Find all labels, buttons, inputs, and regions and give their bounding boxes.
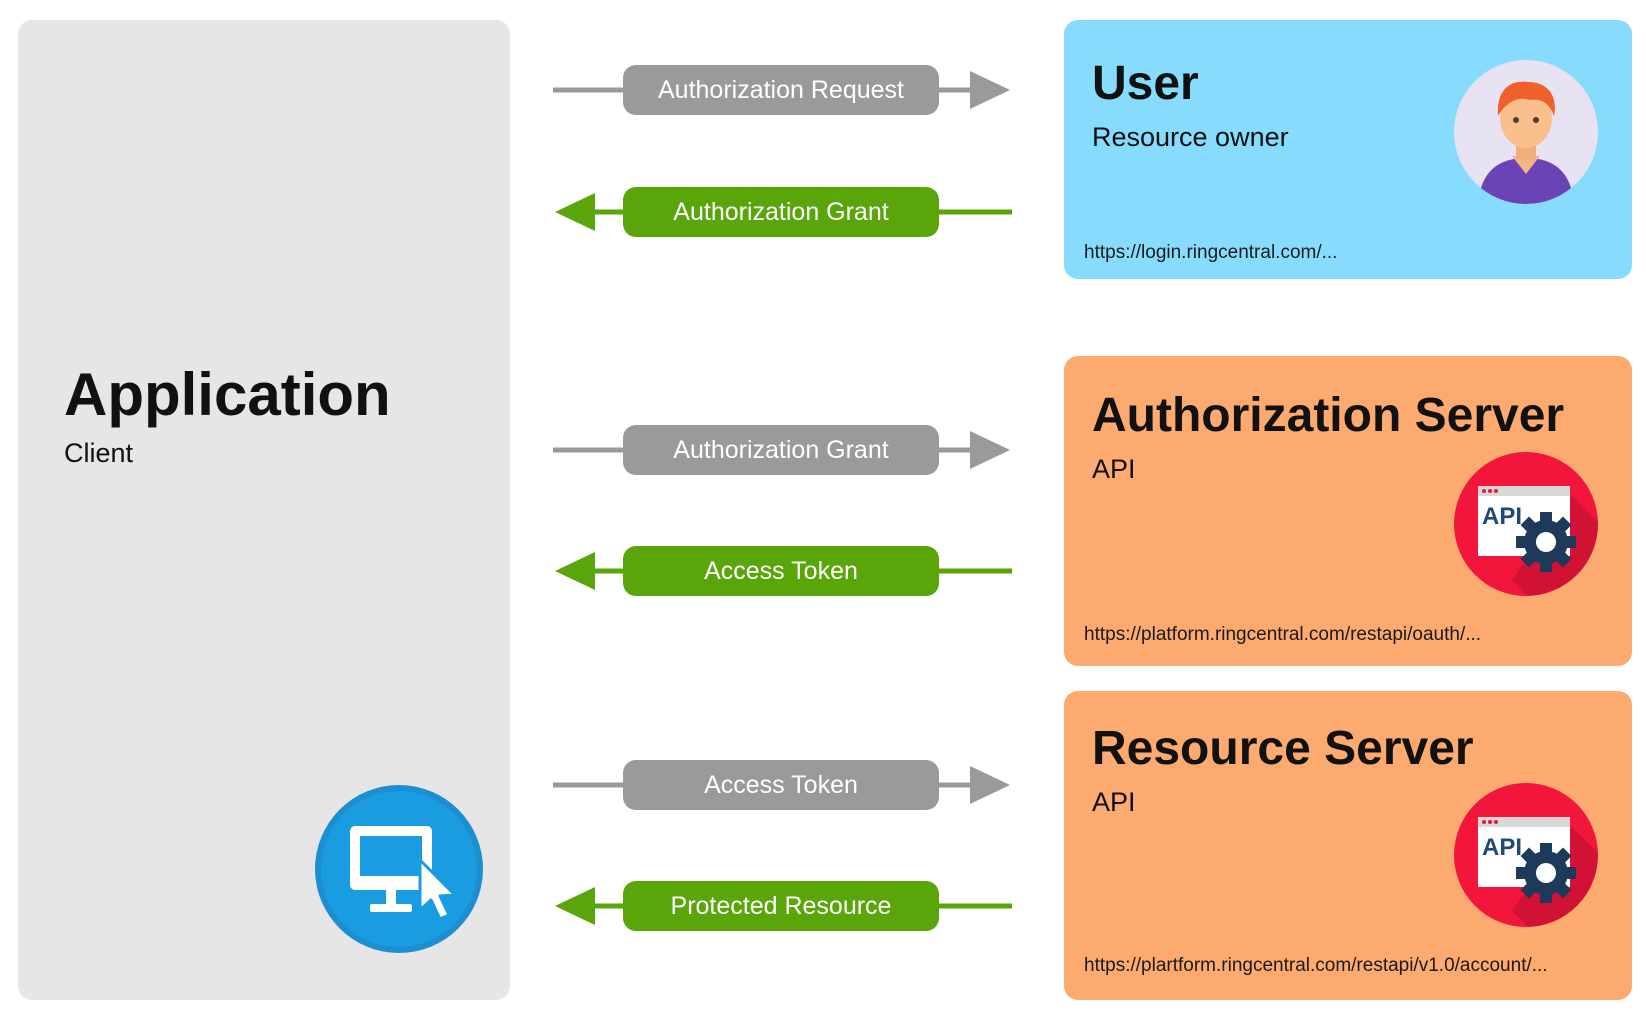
application-subtitle: Client [64, 438, 134, 468]
authorization-server-url: https://platform.ringcentral.com/restapi… [1084, 624, 1482, 645]
user-panel: User Resource owner https://login.ringce… [1064, 20, 1632, 279]
application-panel: Application Client [18, 20, 510, 1000]
monitor-cursor-icon [315, 785, 483, 953]
resource-server-panel: Resource Server API https://plartform.ri… [1064, 691, 1632, 1000]
resource-server-url: https://plartform.ringcentral.com/restap… [1084, 955, 1548, 976]
user-title: User [1092, 57, 1199, 110]
flow-label-authorization-grant: Authorization Grant [623, 425, 939, 475]
svg-text:API: API [1482, 834, 1522, 861]
flow-label-access-token: Access Token [623, 546, 939, 596]
flow-label-authorization-request: Authorization Request [623, 65, 939, 115]
flow-label-protected-resource: Protected Resource [623, 881, 939, 931]
user-url: https://login.ringcentral.com/... [1084, 242, 1338, 263]
user-avatar-icon [1454, 60, 1598, 204]
svg-text:API: API [1482, 503, 1522, 530]
authorization-server-panel: Authorization Server API https://platfor… [1064, 356, 1632, 666]
api-gear-icon: API [1454, 783, 1598, 927]
flow-label-authorization-grant: Authorization Grant [623, 187, 939, 237]
api-gear-icon: API [1454, 452, 1598, 596]
authorization-server-subtitle: API [1092, 454, 1136, 484]
application-title: Application [64, 361, 391, 428]
resource-server-subtitle: API [1092, 787, 1136, 817]
resource-server-title: Resource Server [1092, 722, 1474, 775]
flow-label-access-token: Access Token [623, 760, 939, 810]
user-subtitle: Resource owner [1092, 122, 1289, 152]
authorization-server-title: Authorization Server [1092, 389, 1565, 442]
